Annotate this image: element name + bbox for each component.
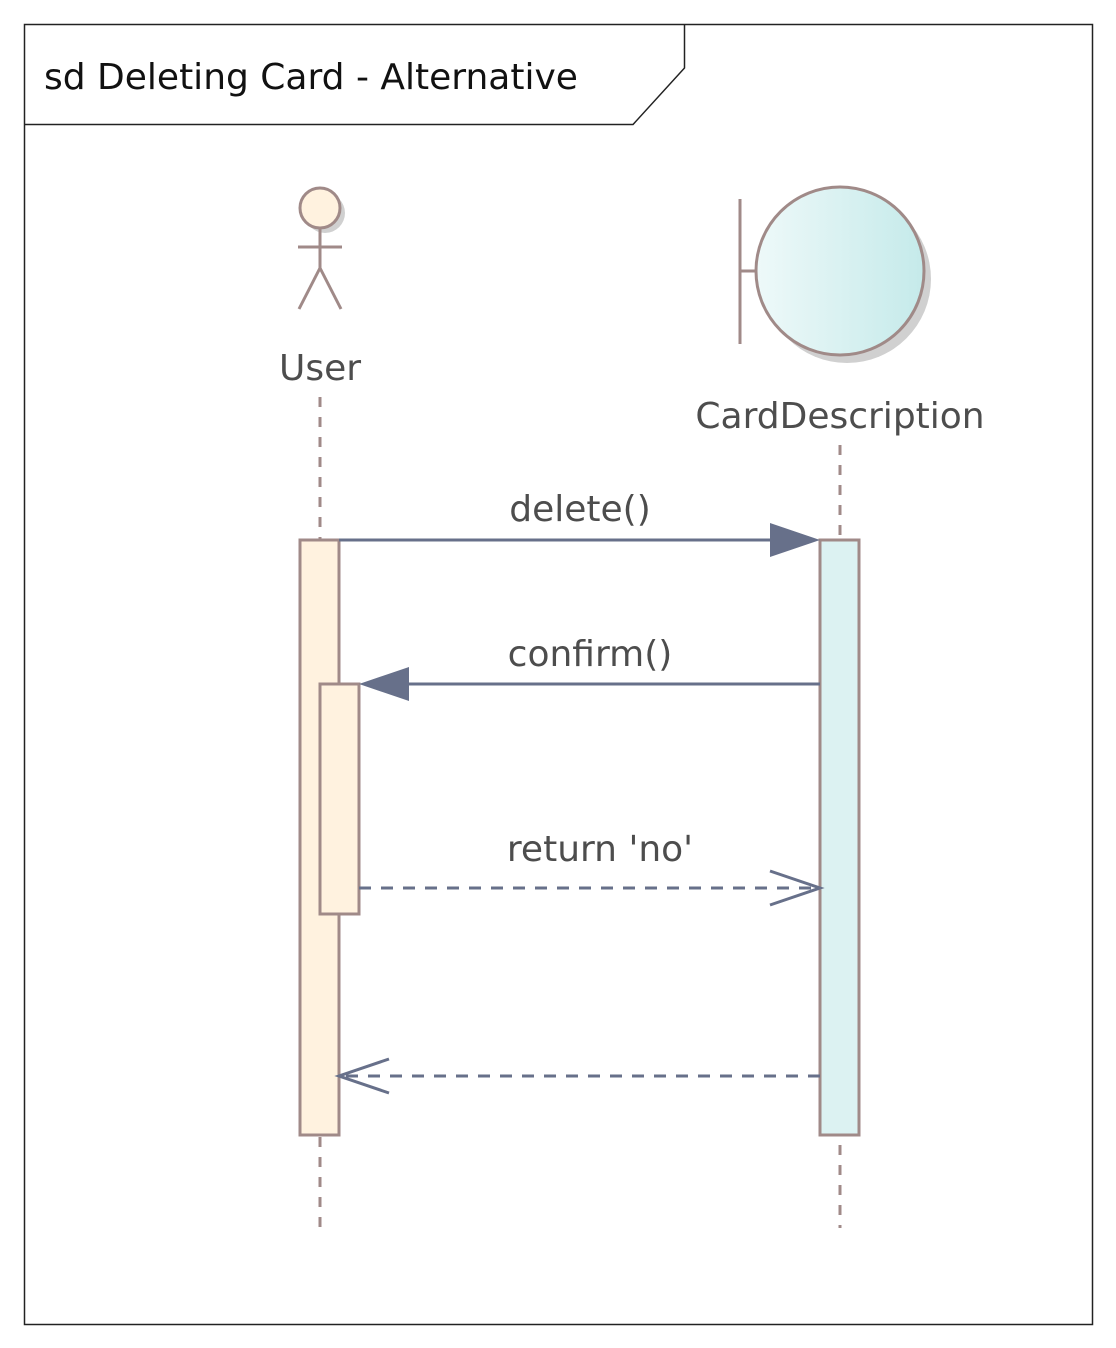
participant-label-user: User bbox=[279, 348, 361, 389]
frame-title: sd Deleting Card - Alternative bbox=[44, 57, 578, 98]
message-delete bbox=[339, 523, 820, 557]
message-return-final bbox=[334, 1057, 820, 1095]
boundary-icon bbox=[738, 185, 931, 363]
message-label-delete: delete() bbox=[509, 489, 651, 530]
message-label-return-no: return 'no' bbox=[507, 829, 693, 870]
message-confirm bbox=[359, 667, 820, 701]
actor-icon bbox=[297, 186, 345, 310]
frame-title-tab bbox=[24, 24, 686, 126]
participant-label-card-description: CardDescription bbox=[695, 396, 984, 437]
message-return-no bbox=[359, 869, 825, 907]
activation-user-nested bbox=[318, 682, 361, 916]
message-label-confirm: confirm() bbox=[508, 634, 673, 675]
activation-card-description bbox=[818, 538, 861, 1137]
